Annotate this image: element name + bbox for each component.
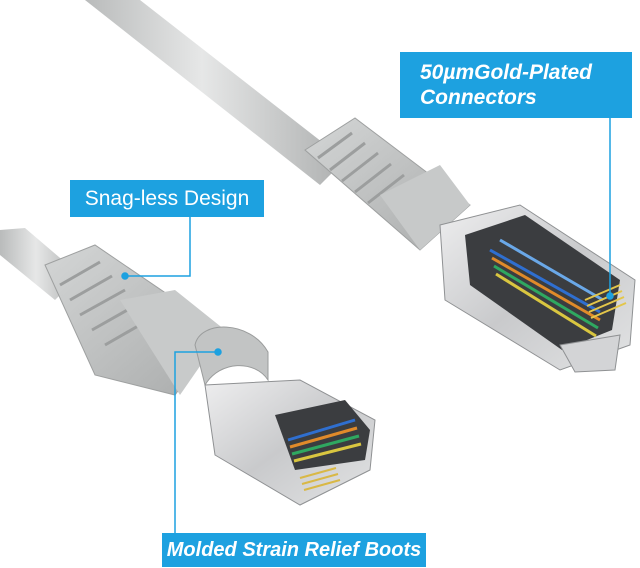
lower-latch: [194, 326, 269, 387]
lower-rj45-connector: [204, 379, 376, 506]
lower-boot: [44, 244, 225, 396]
gold-plated-label-line1: 50µmGold-Plated: [420, 61, 592, 84]
upper-rj45-connector: [439, 204, 636, 373]
gold-plated-label-line2: Connectors: [420, 86, 537, 109]
molded-strain-relief-boots-label: Molded Strain Relief Boots: [162, 533, 426, 567]
upper-cable: [85, 0, 345, 185]
upper-boot: [304, 117, 471, 251]
callout-leader-lines: [121, 118, 614, 535]
snag-less-design-label: Snag-less Design: [70, 180, 264, 217]
gold-plated-connectors-label: 50µmGold-Plated Connectors: [400, 52, 632, 118]
